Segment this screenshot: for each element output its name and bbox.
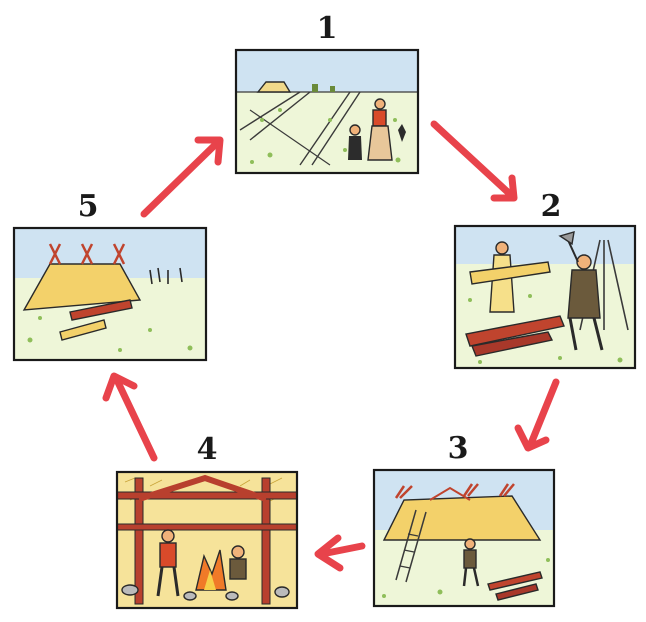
panel-3-building-illustration: [372, 468, 556, 608]
panel-5-decay-illustration: [12, 226, 208, 362]
step-number-4: 4: [197, 432, 218, 467]
arrow-5-to-1: [140, 136, 224, 218]
arrow-1-to-2: [430, 120, 518, 202]
step-number-1: 1: [317, 11, 338, 46]
arrow-4-to-5: [102, 372, 158, 462]
panel-1-fields-illustration: [234, 48, 420, 175]
panel-4-interior-illustration: [115, 470, 299, 610]
arrow-3-to-4: [314, 534, 366, 572]
step-number-5: 5: [78, 189, 99, 224]
step-number-3: 3: [448, 431, 469, 466]
panel-2-gathering-illustration: [453, 224, 637, 370]
step-number-2: 2: [541, 189, 562, 224]
arrow-2-to-3: [514, 378, 560, 452]
